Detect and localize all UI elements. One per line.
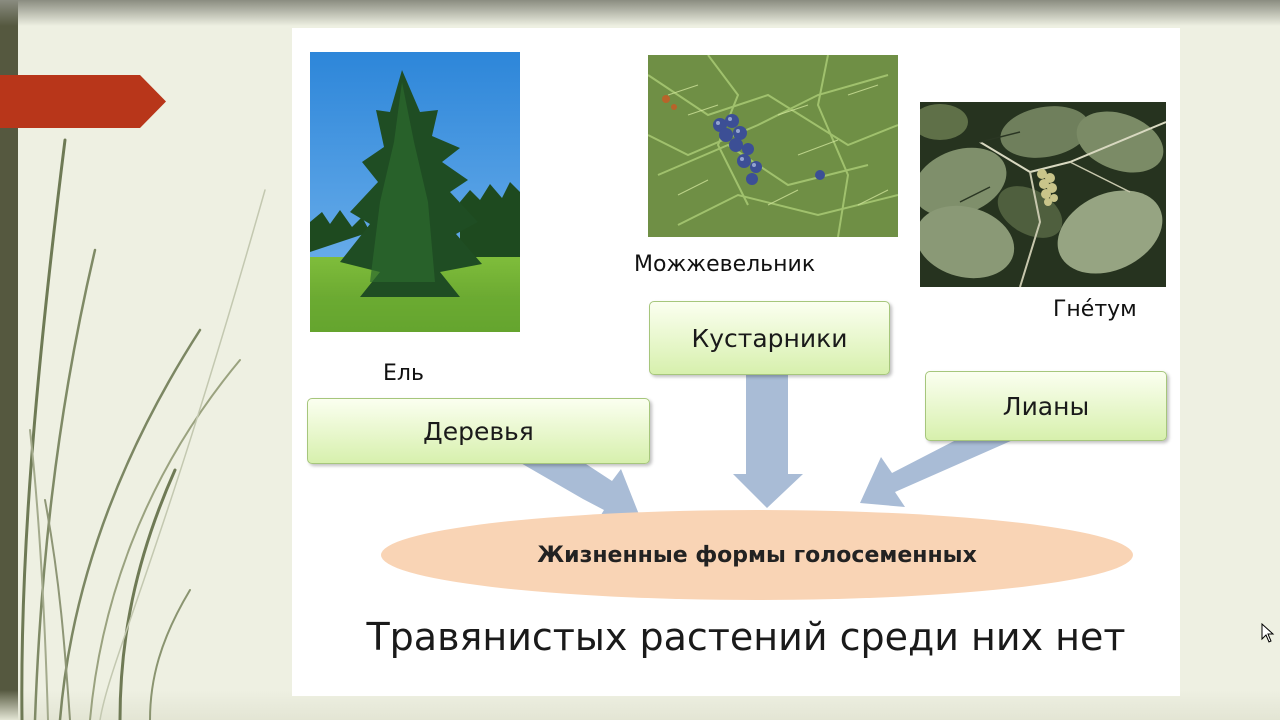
category-trees-box: Деревья [307, 398, 650, 464]
category-shrubs-label: Кустарники [691, 323, 848, 353]
category-lianas-box: Лианы [925, 371, 1167, 441]
category-lianas-label: Лианы [1002, 391, 1090, 421]
gnetum-photo [920, 102, 1166, 287]
gnetum-caption: Гне́тум [1053, 297, 1137, 322]
window-left-edge [0, 0, 18, 720]
life-forms-ellipse: Жизненные формы голосеменных [381, 510, 1133, 600]
spruce-caption: Ель [383, 361, 424, 386]
category-trees-label: Деревья [423, 416, 534, 446]
spruce-photo [310, 52, 520, 332]
juniper-caption: Можжевельник [634, 252, 816, 277]
life-forms-label: Жизненные формы голосеменных [537, 542, 977, 568]
top-shadow [0, 0, 1280, 26]
category-shrubs-box: Кустарники [649, 301, 890, 375]
mouse-cursor-icon [1261, 623, 1275, 643]
red-accent-arrow [0, 75, 166, 128]
footer-statement: Травянистых растений среди них нет [366, 615, 1126, 659]
grass-decoration [20, 138, 266, 720]
juniper-photo [648, 55, 898, 237]
